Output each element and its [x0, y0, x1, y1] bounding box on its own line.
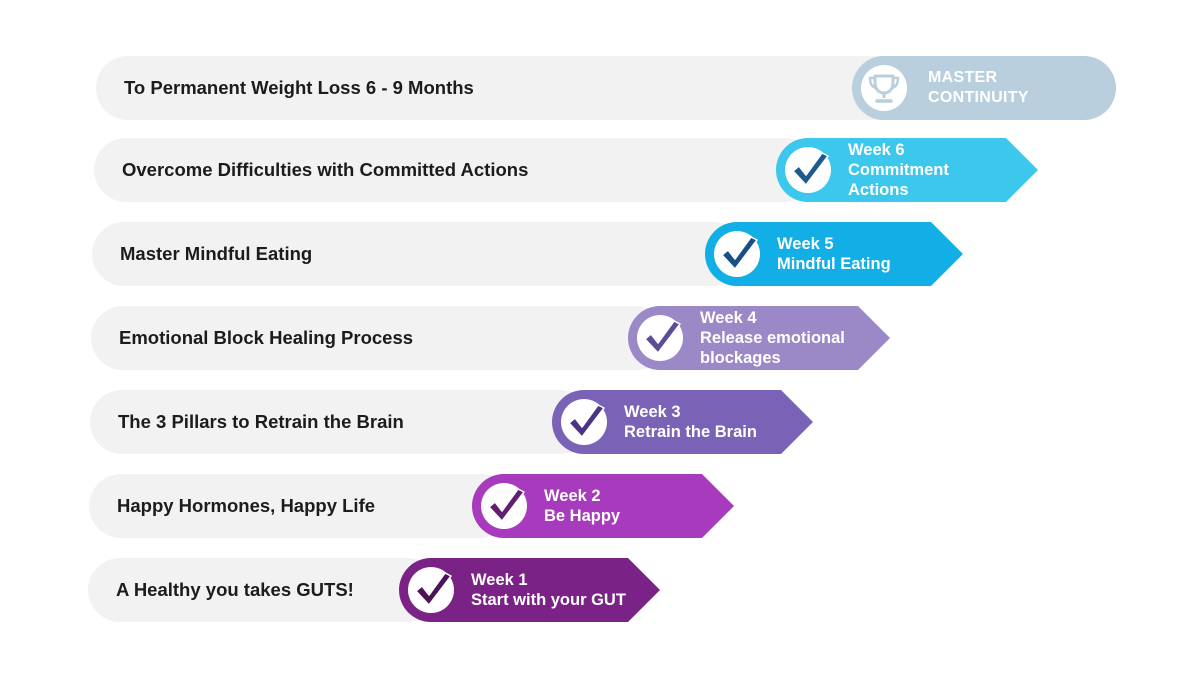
- trophy-icon: [861, 65, 907, 111]
- checkmark-icon: [785, 147, 831, 193]
- checkmark-icon: [481, 483, 527, 529]
- row-label: The 3 Pillars to Retrain the Brain: [118, 411, 404, 432]
- row-label: To Permanent Weight Loss 6 - 9 Months: [124, 77, 474, 98]
- master-label: MASTER CONTINUITY: [928, 56, 1029, 120]
- row-week-2: Happy Hormones, Happy Life: [89, 474, 512, 538]
- week-label-line: Actions: [848, 181, 909, 199]
- week-label-line: Retrain the Brain: [624, 423, 757, 441]
- row-label: Master Mindful Eating: [120, 243, 313, 264]
- row-week-4: Emotional Block Healing Process: [91, 306, 668, 370]
- week-label-line: Release emotional: [700, 329, 845, 347]
- checkmark-icon: [714, 231, 760, 277]
- master-label-line: MASTER: [928, 69, 998, 86]
- row-label: Overcome Difficulties with Committed Act…: [122, 159, 529, 180]
- week-label: Week 2 Be Happy: [544, 474, 620, 538]
- row-week-6: Overcome Difficulties with Committed Act…: [94, 138, 816, 202]
- week-label-line: blockages: [700, 349, 781, 367]
- week-label-line: Mindful Eating: [777, 255, 891, 273]
- week-label-line: Week 6: [848, 141, 905, 159]
- checkmark-icon: [561, 399, 607, 445]
- checkmark-icon: [408, 567, 454, 613]
- row-week-1: A Healthy you takes GUTS!: [88, 558, 439, 622]
- week-label-line: Start with your GUT: [471, 591, 626, 609]
- week-label-line: Week 4: [700, 309, 757, 327]
- master-label-line: CONTINUITY: [928, 89, 1029, 106]
- week-label: Week 3 Retrain the Brain: [624, 390, 757, 454]
- row-label: A Healthy you takes GUTS!: [116, 579, 354, 600]
- week-arrow-badge: Week 1 Start with your GUT: [399, 558, 660, 622]
- checkmark-icon: [637, 315, 683, 361]
- week-arrow-badge: Week 2 Be Happy: [472, 474, 734, 538]
- week-arrow-badge: Week 4 Release emotional blockages: [628, 306, 890, 370]
- row-label: Happy Hormones, Happy Life: [117, 495, 376, 516]
- row-week-5: Master Mindful Eating: [92, 222, 745, 286]
- row-week-3: The 3 Pillars to Retrain the Brain: [90, 390, 592, 454]
- week-label: Week 5 Mindful Eating: [777, 222, 891, 286]
- week-label-line: Be Happy: [544, 507, 621, 525]
- week-label-line: Week 2: [544, 487, 601, 505]
- week-label-line: Week 3: [624, 403, 681, 421]
- week-label-line: Week 5: [777, 235, 834, 253]
- week-arrow-badge: Week 3 Retrain the Brain: [552, 390, 813, 454]
- week-label: Week 1 Start with your GUT: [471, 558, 626, 622]
- row-label: Emotional Block Healing Process: [119, 327, 414, 348]
- week-label-line: Week 1: [471, 571, 528, 589]
- master-continuity-badge: MASTER CONTINUITY: [852, 56, 1116, 120]
- week-arrow-badge: Week 5 Mindful Eating: [705, 222, 963, 286]
- week-label-line: Commitment: [848, 161, 949, 179]
- week-label: Week 4 Release emotional blockages: [700, 306, 845, 370]
